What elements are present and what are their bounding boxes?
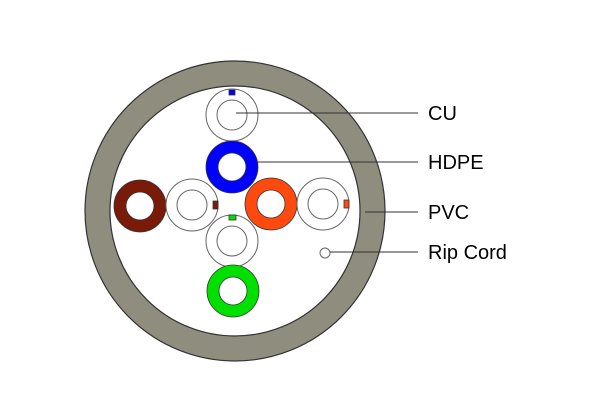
conductor-right-stripe bbox=[343, 199, 350, 209]
pair-brown-core bbox=[125, 191, 155, 221]
pair-orange bbox=[244, 177, 298, 231]
conductor-bottom-stripe bbox=[228, 214, 237, 221]
conductor-top-stripe bbox=[228, 89, 236, 96]
conductor-bottom-core bbox=[216, 225, 248, 257]
conductor-right bbox=[296, 177, 350, 231]
conductor-bottom bbox=[205, 214, 259, 268]
label-rip-cord: Rip Cord bbox=[428, 242, 507, 264]
conductor-top-core bbox=[216, 99, 248, 131]
pair-blue-core bbox=[217, 152, 247, 182]
pair-green-core bbox=[218, 276, 248, 306]
pair-brown bbox=[113, 179, 167, 233]
conductor-left-core bbox=[176, 189, 208, 221]
pair-orange-core bbox=[256, 189, 286, 219]
conductor-left bbox=[165, 178, 219, 232]
conductor-right-core bbox=[307, 188, 339, 220]
conductor-top bbox=[205, 88, 259, 142]
label-hdpe: HDPE bbox=[428, 152, 484, 174]
label-cu: CU bbox=[428, 103, 457, 125]
label-pvc: PVC bbox=[428, 202, 469, 224]
jacket-inner-space bbox=[109, 85, 361, 337]
pair-blue bbox=[205, 140, 259, 194]
rip-cord bbox=[319, 247, 331, 259]
conductor-left-stripe bbox=[212, 200, 219, 210]
pair-green bbox=[206, 264, 260, 318]
